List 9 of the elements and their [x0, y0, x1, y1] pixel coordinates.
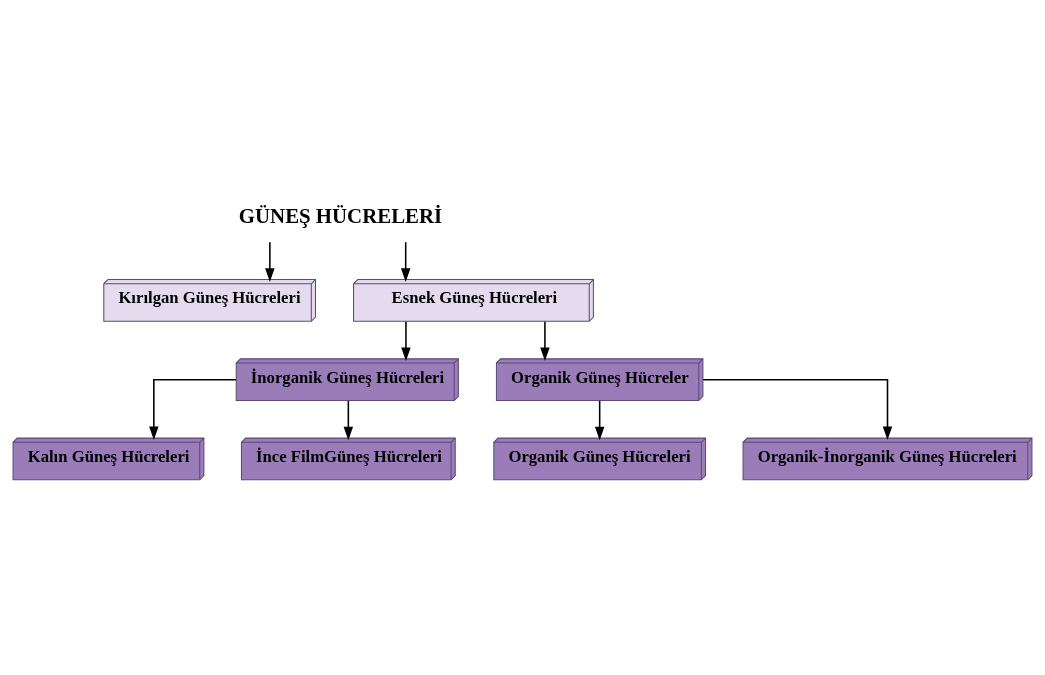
node-text: GÜNEŞ HÜCRELERİ — [238, 203, 443, 228]
arrow — [343, 399, 354, 440]
arrow — [594, 399, 605, 440]
arrow — [401, 320, 411, 361]
arrow — [540, 320, 550, 361]
arrow — [702, 378, 893, 440]
arrow — [265, 240, 275, 282]
arrow — [149, 378, 237, 440]
arrow — [400, 240, 411, 282]
